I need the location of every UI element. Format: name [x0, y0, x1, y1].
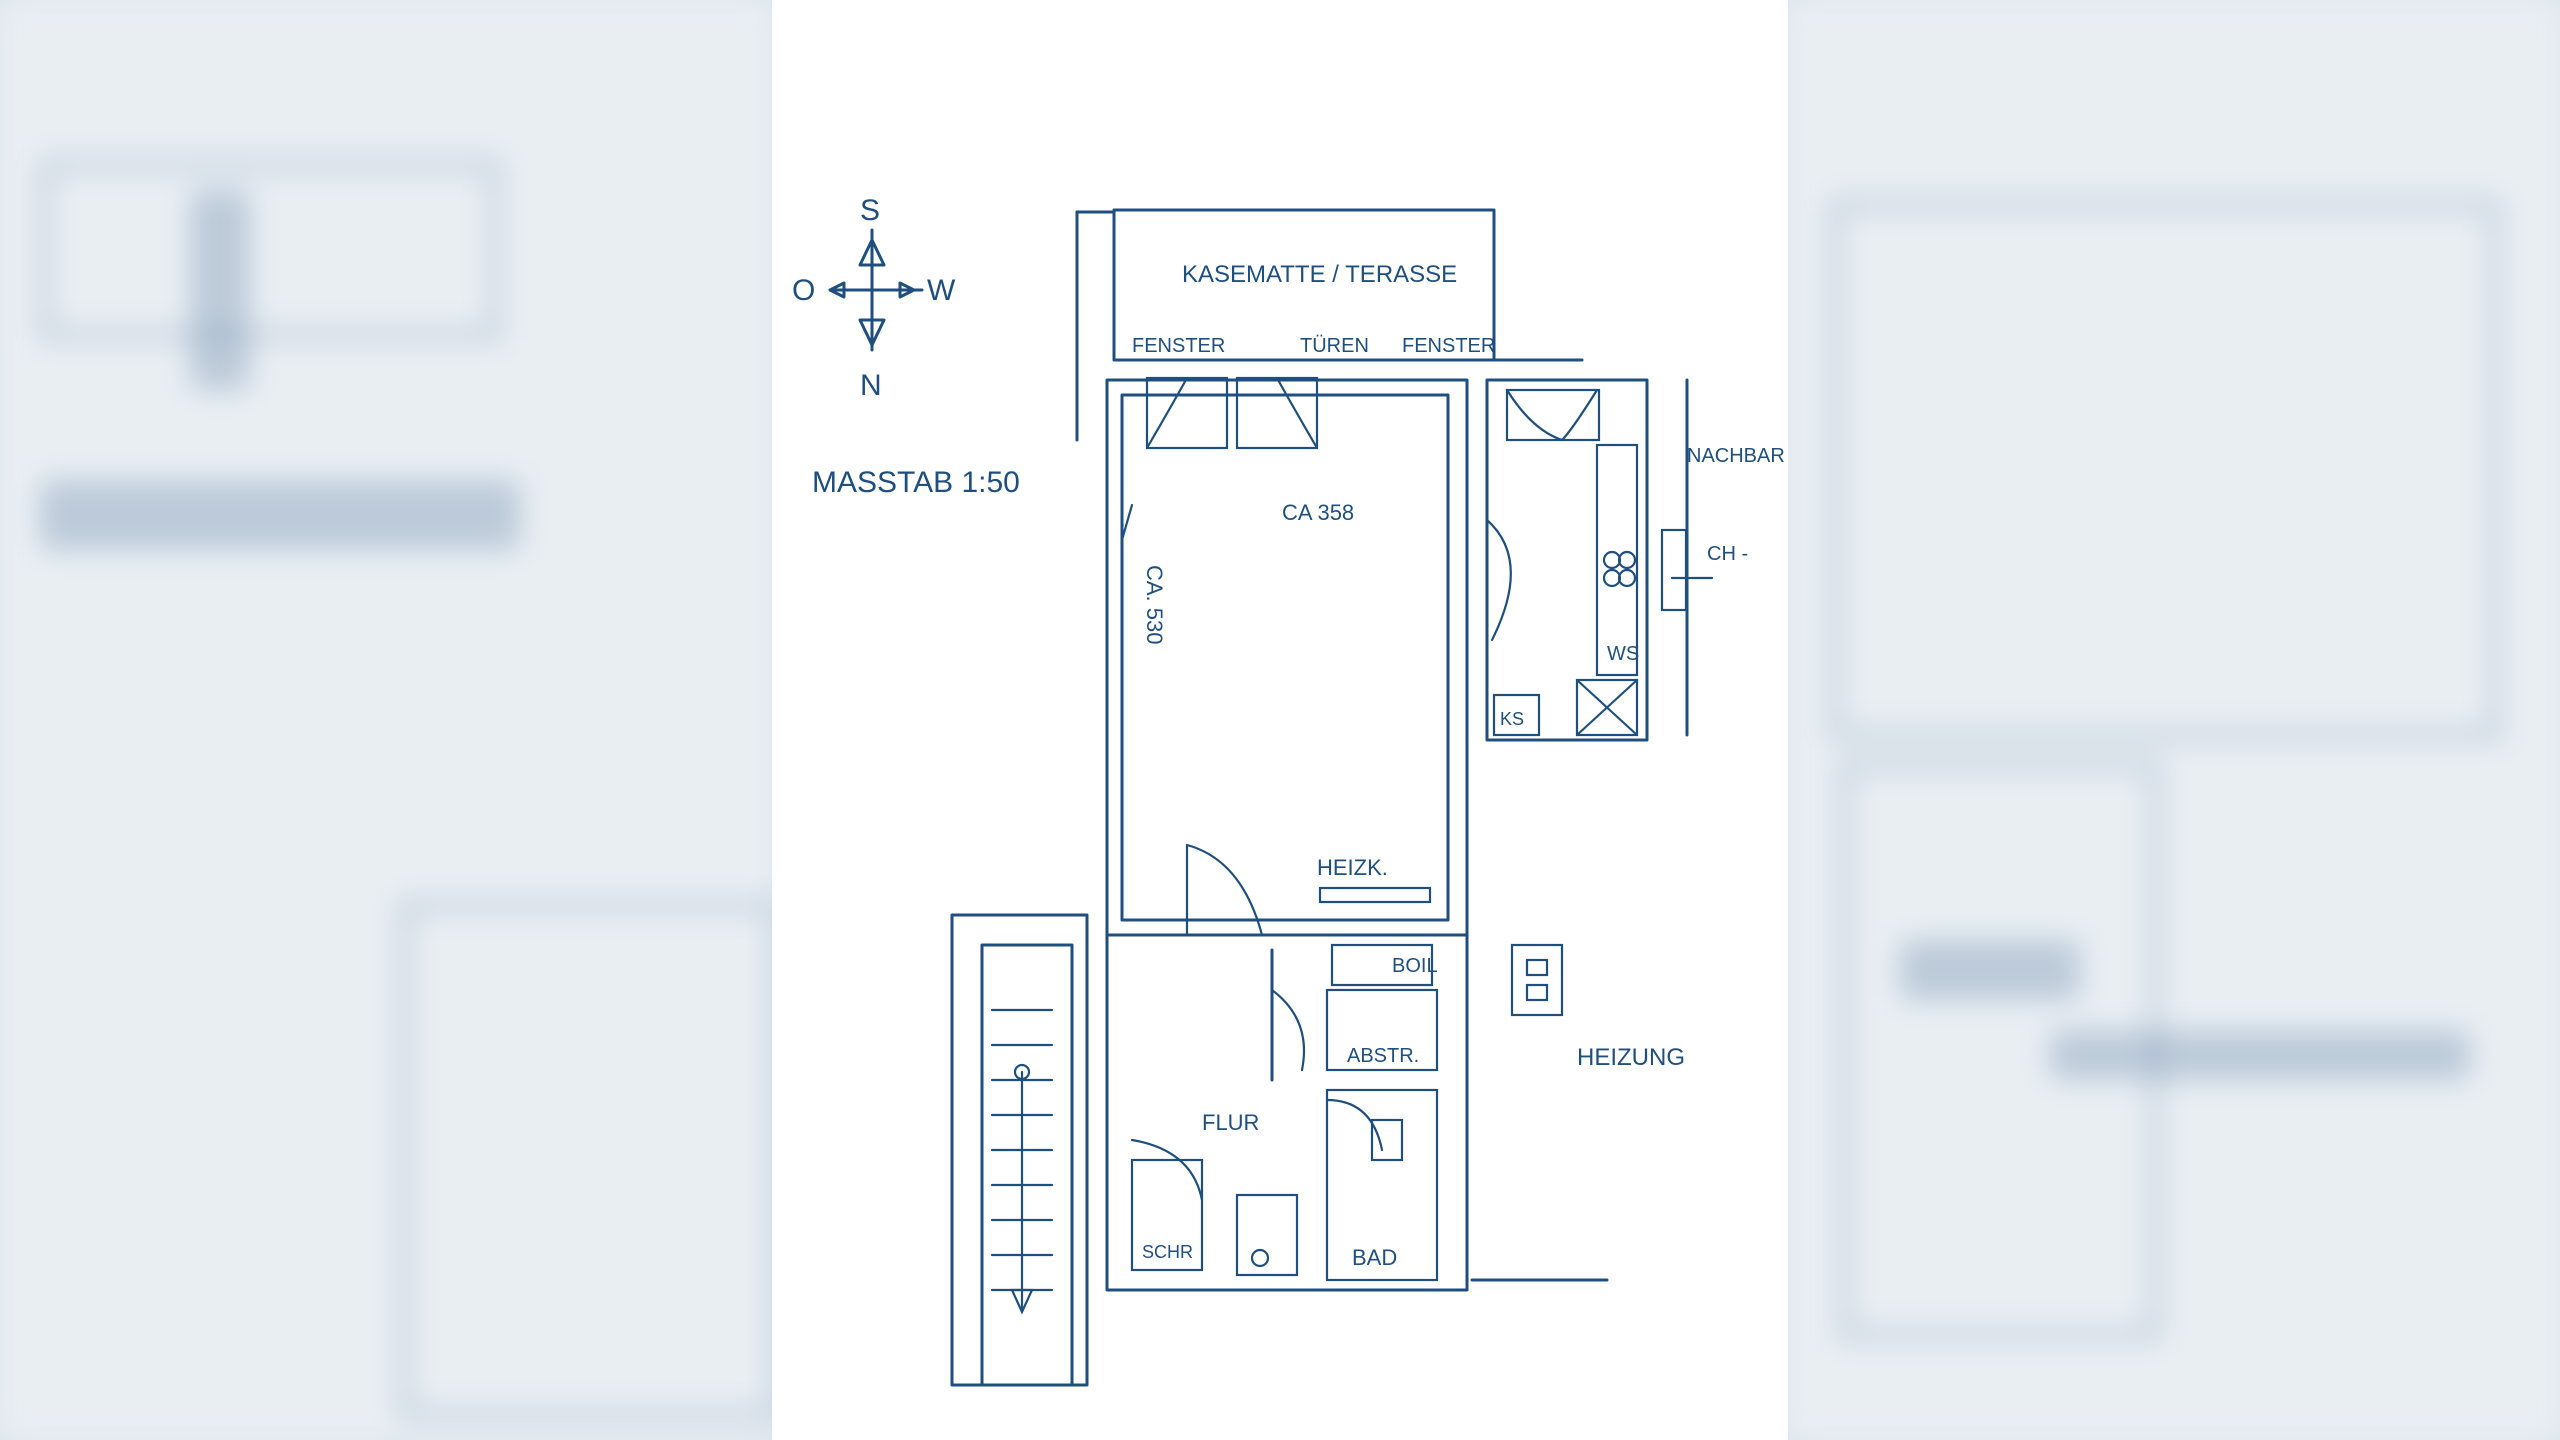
- compass-south: S: [860, 194, 880, 227]
- boiler-label: BOIL: [1392, 955, 1438, 977]
- floor-plan-drawing: S N O W MASSTAB 1:50 KASEMATTE / TERASSE…: [792, 194, 1785, 1387]
- floor-plan-sheet: S N O W MASSTAB 1:50 KASEMATTE / TERASSE…: [772, 0, 1788, 1440]
- right-background: [1788, 0, 2560, 1440]
- staircase: [950, 913, 1089, 1387]
- scale-label: MASSTAB 1:50: [812, 466, 1020, 499]
- terrace: KASEMATTE / TERASSE FENSTER TÜREN FENSTE…: [1075, 208, 1584, 442]
- terrace-label: KASEMATTE / TERASSE: [1182, 261, 1457, 288]
- hall-label: FLUR: [1202, 1110, 1259, 1135]
- kitchen-ks-label: KS: [1500, 709, 1524, 729]
- lower-section: BOIL ABSTR. FLUR BAD SCHR HEIZUNG: [1105, 933, 1685, 1292]
- radiator-label: HEIZK.: [1317, 855, 1388, 880]
- storage-label: ABSTR.: [1347, 1045, 1419, 1067]
- side-mark-label: CH -: [1707, 543, 1748, 565]
- window-left-label: FENSTER: [1132, 335, 1225, 357]
- heating-label: HEIZUNG: [1577, 1044, 1685, 1071]
- height-dimension: CA. 530: [1142, 565, 1167, 645]
- window-right-label: FENSTER: [1402, 335, 1495, 357]
- width-dimension: CA 358: [1282, 500, 1354, 525]
- closet-label: SCHR: [1142, 1242, 1193, 1262]
- neighbor-label: NACHBAR: [1687, 445, 1785, 467]
- compass-north: N: [860, 369, 882, 402]
- bath-label: BAD: [1352, 1245, 1397, 1270]
- kitchen: WS KS NACHBAR CH -: [1485, 378, 1785, 742]
- kitchen-ws-label: WS: [1607, 643, 1639, 665]
- left-background: [0, 0, 772, 1440]
- compass: S N O W: [792, 194, 956, 402]
- compass-west: W: [927, 274, 956, 307]
- compass-east: O: [792, 274, 815, 307]
- doors-label: TÜREN: [1300, 335, 1369, 357]
- living-room: CA 358 CA. 530 HEIZK.: [1105, 376, 1469, 937]
